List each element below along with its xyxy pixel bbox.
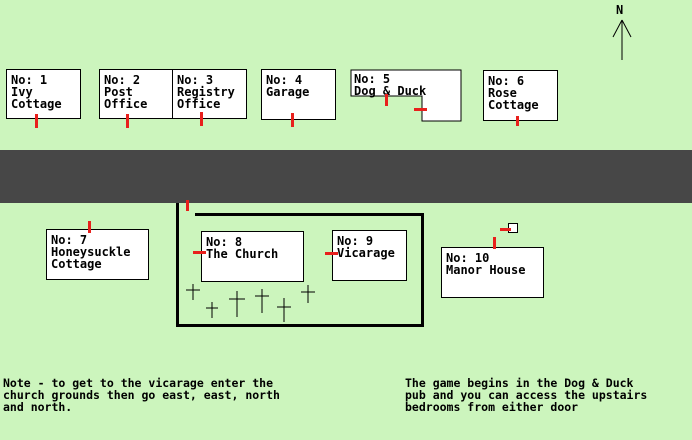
door-honeysuckle-cottage[interactable] [88,221,91,233]
building-ivy-cottage[interactable]: No: 1 Ivy Cottage [6,69,81,119]
building-garage[interactable]: No: 4 Garage [261,69,336,120]
door-post-office[interactable] [126,114,129,128]
dog-and-duck-label: No: 5 Dog & Duck [354,72,427,98]
building-registry-office[interactable]: No: 3 Registry Office [172,69,247,119]
building-the-church[interactable]: No: 8 The Church [201,231,304,282]
building-vicarage[interactable]: No: 9 Vicarage [332,230,407,281]
building-honeysuckle-cottage[interactable]: No: 7 Honeysuckle Cottage [46,229,149,280]
building-rose-cottage[interactable]: No: 6 Rose Cottage [483,70,558,121]
door-manor-house-annex[interactable] [500,228,511,231]
compass-label: N [616,3,624,17]
note-game-start: The game begins in the Dog & Duck pub an… [405,376,648,414]
door-dog-and-duck-west[interactable] [385,94,388,106]
note-vicarage-directions: Note - to get to the vicarage enter the … [3,376,280,414]
church-fence-north [195,213,424,216]
door-dog-and-duck-east[interactable] [414,108,427,111]
door-the-church[interactable] [193,251,206,254]
door-ivy-cottage[interactable] [35,114,38,128]
door-registry-office[interactable] [200,112,203,126]
church-fence-west [176,203,179,327]
church-fence-east [421,213,424,327]
door-rose-cottage[interactable] [516,116,519,126]
door-manor-house[interactable] [493,237,496,249]
building-post-office[interactable]: No: 2 Post Office [99,69,173,119]
church-grounds-gate[interactable] [186,200,189,211]
door-garage[interactable] [291,113,294,127]
door-vicarage[interactable] [325,252,338,255]
church-fence-south [176,324,424,327]
main-road [0,150,692,203]
building-manor-house[interactable]: No: 10 Manor House [441,247,544,298]
